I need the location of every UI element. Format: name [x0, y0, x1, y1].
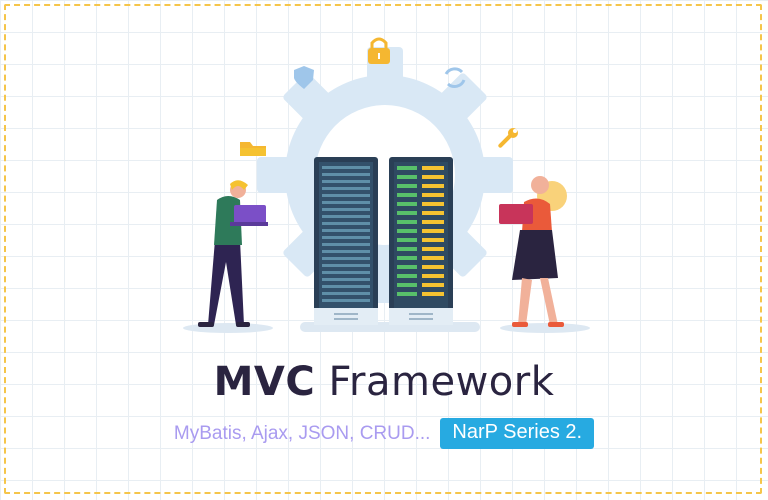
- server-rack-left: [314, 157, 378, 325]
- gear-shape: [257, 47, 513, 303]
- title-bold: MVC: [213, 359, 316, 405]
- series-badge: NarP Series 2.: [440, 418, 595, 449]
- folder-icon: [240, 142, 266, 156]
- title-rest: Framework: [328, 359, 555, 405]
- server-rack-right: [389, 157, 453, 325]
- wrench-icon: [498, 128, 518, 148]
- dashed-border: [4, 4, 762, 494]
- sync-icon: [444, 67, 466, 89]
- shield-icon: [294, 66, 314, 89]
- person-left: [198, 180, 268, 327]
- subtitle-text: MyBatis, Ajax, JSON, CRUD...: [173, 422, 431, 444]
- subtitle-row: MyBatis, Ajax, JSON, CRUD... NarP Series…: [0, 418, 768, 449]
- page-title: MVC Framework: [0, 354, 768, 410]
- person-right: [499, 176, 567, 327]
- lock-icon: [368, 37, 390, 64]
- floor-shadow-left: [183, 323, 273, 333]
